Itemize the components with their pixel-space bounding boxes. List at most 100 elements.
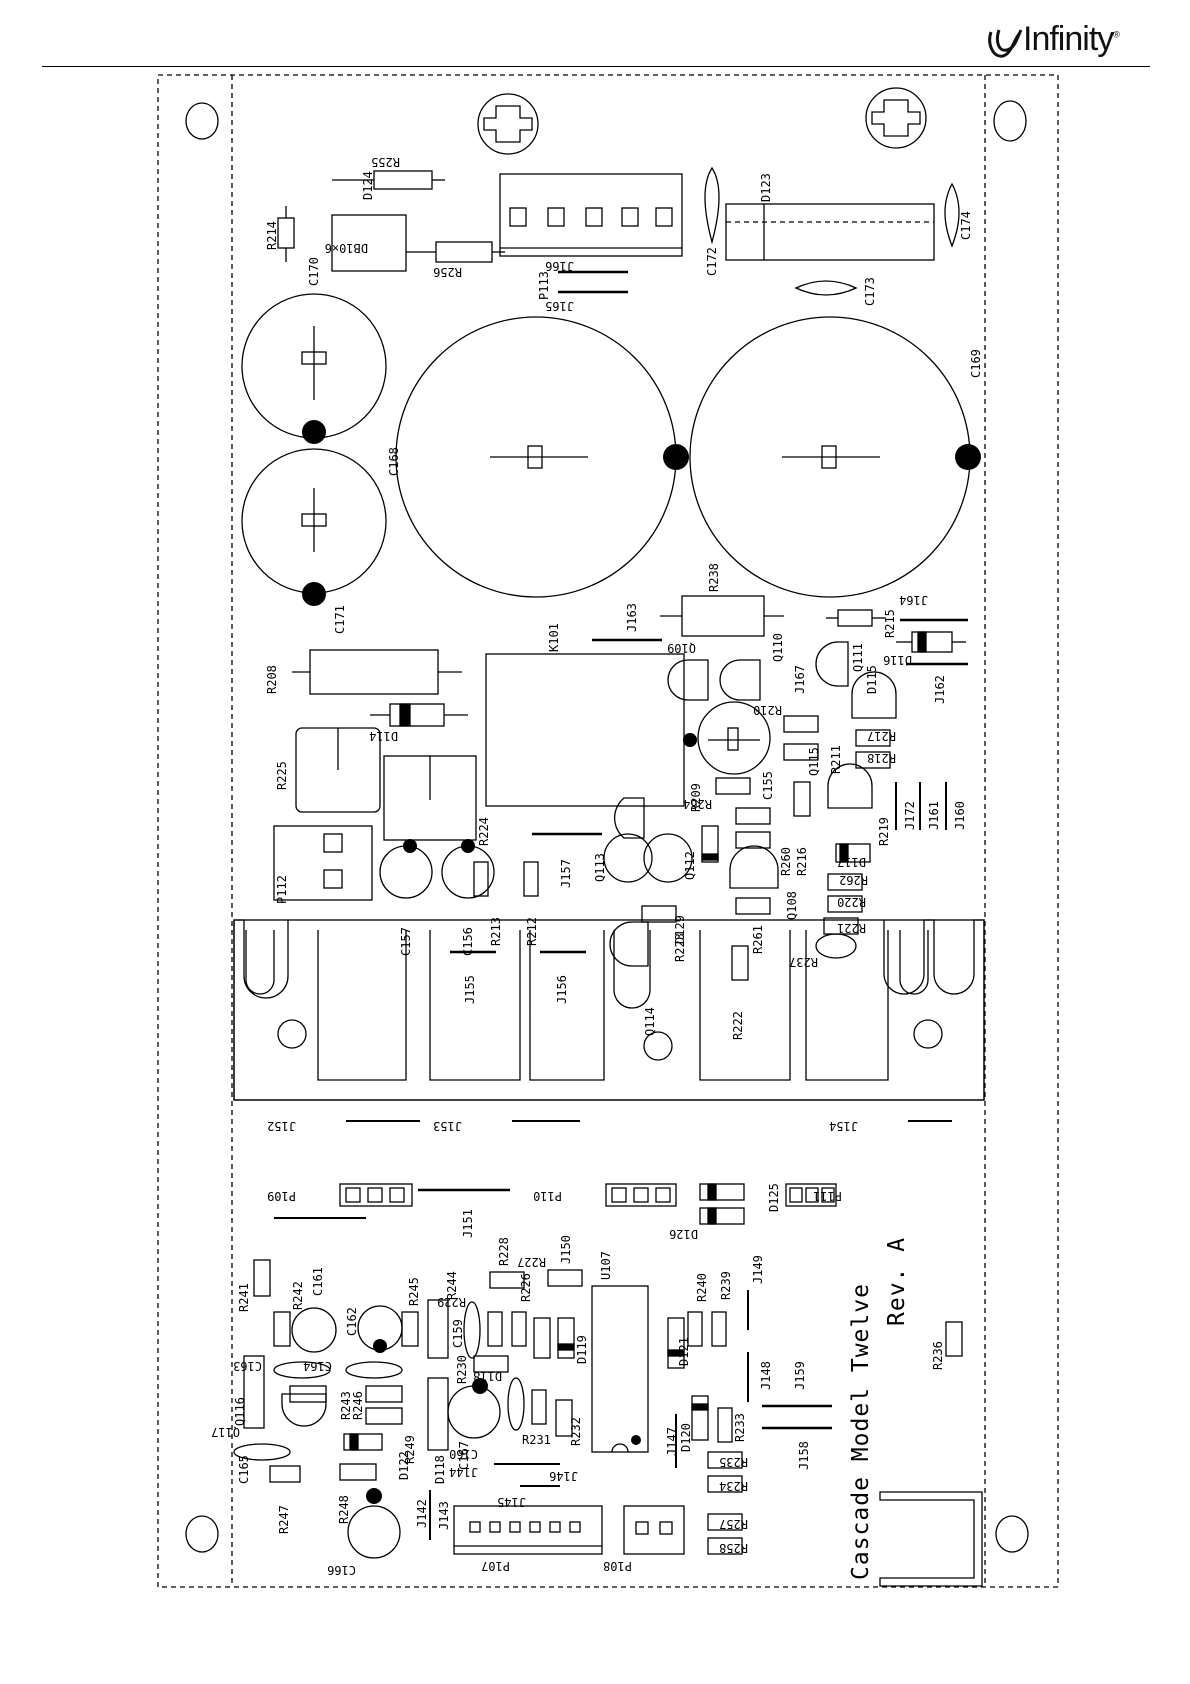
heatsink-slot	[277, 1019, 307, 1049]
diode-d129	[701, 825, 719, 863]
label-r233: R233	[733, 1413, 747, 1442]
label-r234: R234	[719, 1479, 748, 1493]
label-r244: R244	[445, 1271, 459, 1300]
label-p113: P113	[537, 271, 551, 300]
label-r262: R262	[839, 873, 868, 887]
heatsink-outline	[233, 919, 985, 1101]
resistor-r255	[373, 170, 433, 190]
label-c168: C168	[387, 447, 401, 476]
diode-d117	[835, 843, 871, 863]
label-q114: Q114	[643, 1007, 657, 1036]
resistor-r211	[783, 743, 819, 761]
screw-pad	[865, 87, 927, 149]
pad-dot	[461, 839, 475, 853]
pad-dot	[472, 1378, 488, 1394]
resistor-r217	[855, 729, 891, 747]
label-j157: J157	[559, 859, 573, 888]
page-header: Infinity®	[0, 0, 1190, 72]
polarity-symbol	[301, 488, 327, 552]
resistor-r215	[837, 609, 873, 627]
polarity-symbol	[301, 326, 327, 400]
diode-d120	[691, 1395, 709, 1441]
mounting-hole	[995, 1515, 1029, 1553]
label-r246: R246	[351, 1391, 365, 1420]
label-r260: R260	[779, 847, 793, 876]
label-j159: J159	[793, 1361, 807, 1390]
board-revision: Rev. A	[884, 1237, 910, 1326]
label-r256: R256	[433, 265, 462, 279]
transistor-q113	[614, 797, 645, 839]
label-d125: D125	[767, 1183, 781, 1212]
label-r239: R239	[719, 1271, 733, 1300]
label-q108: Q108	[785, 891, 799, 920]
resistor-r228	[489, 1271, 525, 1289]
label-u107: U107	[599, 1251, 613, 1280]
resistor-r231	[531, 1389, 547, 1425]
resistor-r226	[511, 1311, 527, 1347]
resistor-r213	[473, 861, 489, 897]
label-d121: D121	[677, 1337, 691, 1366]
label-r247: R247	[277, 1505, 291, 1534]
label-r248: R248	[337, 1495, 351, 1524]
pad-dot	[683, 733, 697, 747]
label-db10x6: DB10×6	[325, 241, 368, 255]
label-r220: R220	[837, 895, 866, 909]
diode-d115	[851, 671, 897, 719]
diode-d118a	[533, 1317, 551, 1359]
resistor-r248	[339, 1463, 377, 1481]
polarity-symbol	[490, 445, 588, 469]
capacitor-c161	[291, 1307, 337, 1353]
label-j167: J167	[793, 665, 807, 694]
label-j145: J145	[497, 1495, 526, 1509]
label-d122: D122	[397, 1451, 411, 1480]
resistor-r239	[711, 1311, 727, 1347]
label-r210: R210	[753, 703, 782, 717]
diode-q116	[243, 1355, 265, 1429]
label-j143: J143	[437, 1501, 451, 1530]
label-q116: Q116	[233, 1397, 247, 1426]
pad-dot	[955, 444, 981, 470]
mounting-hole	[185, 1515, 219, 1553]
resistor-r220	[827, 895, 863, 913]
label-r215: R215	[883, 609, 897, 638]
diode-d125	[699, 1183, 745, 1201]
screw-pad	[477, 93, 539, 155]
label-j163: J163	[625, 603, 639, 632]
resistor-r214	[277, 217, 295, 249]
resistor-r208	[309, 649, 439, 695]
label-j172: J172	[903, 801, 917, 830]
resistor-r249	[365, 1407, 403, 1425]
label-r213: R213	[489, 917, 503, 946]
label-j146: J146	[549, 1469, 578, 1483]
label-d119: D119	[575, 1335, 589, 1364]
pad-dot	[403, 839, 417, 853]
label-c174: C174	[959, 211, 973, 240]
label-r245: R245	[407, 1277, 421, 1306]
label-p109: P109	[267, 1189, 296, 1203]
diode-d122	[343, 1433, 383, 1451]
label-c163: C163	[233, 1359, 262, 1373]
label-r225: R225	[275, 761, 289, 790]
brand-name: Infinity®	[1023, 20, 1120, 59]
resistor-r236	[945, 1321, 963, 1357]
label-r258: R258	[719, 1541, 748, 1555]
label-r208: R208	[265, 665, 279, 694]
diode-d118b	[427, 1377, 449, 1451]
header-p110	[605, 1183, 677, 1207]
label-p111: P111	[813, 1189, 842, 1203]
resistor-r257	[707, 1513, 743, 1531]
heatsink	[233, 919, 985, 1101]
label-c167: C167	[457, 1441, 471, 1470]
potentiometer-r237	[815, 933, 857, 959]
label-q117: Q117	[211, 1425, 240, 1439]
label-r212: R212	[525, 917, 539, 946]
resistor-r209	[793, 781, 811, 817]
resistor-r233	[717, 1407, 733, 1443]
pad-dot	[302, 420, 326, 444]
resistor-r242	[273, 1311, 291, 1347]
label-r224: R224	[477, 817, 491, 846]
resistor-r256	[435, 241, 493, 263]
label-r237: R237	[789, 955, 818, 969]
relay-k101	[485, 653, 685, 807]
